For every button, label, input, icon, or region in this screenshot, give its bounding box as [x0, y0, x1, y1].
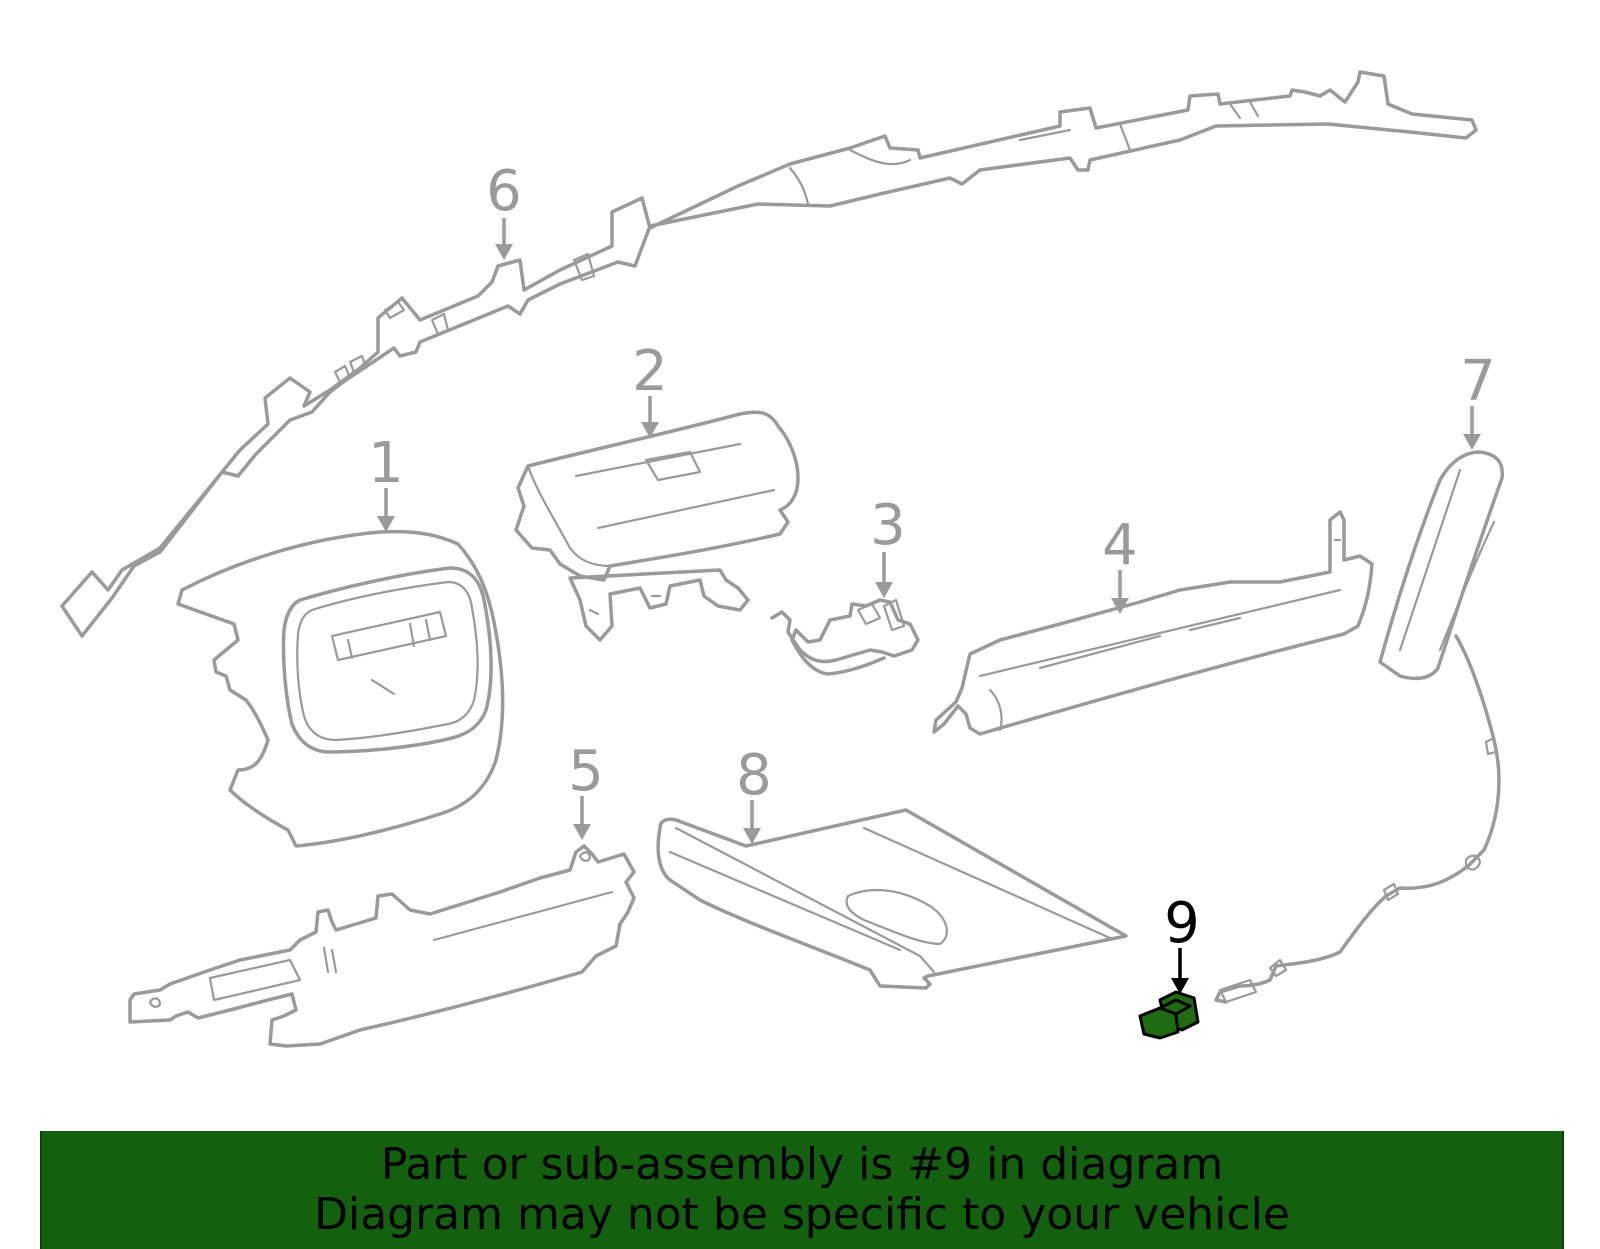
callout-1: 1: [368, 431, 404, 532]
callout-4: 4: [1102, 513, 1138, 614]
callout-number: 4: [1102, 513, 1138, 578]
banner-line-part: Part or sub-assembly is #9 in diagram: [380, 1139, 1224, 1190]
passenger-airbag-drawing: [514, 410, 800, 642]
callout-9: 9: [1164, 891, 1200, 994]
callout-number: 6: [486, 159, 522, 224]
callout-7: 7: [1460, 349, 1496, 450]
callout-number: 7: [1460, 349, 1496, 414]
callout-5: 5: [568, 739, 604, 840]
side-airbag-drawing: [1214, 450, 1505, 1004]
knee-airbag-lower-drawing: [128, 844, 636, 1048]
callout-2: 2: [632, 339, 668, 438]
callout-number: 8: [736, 743, 772, 808]
driver-airbag-drawing: [176, 529, 505, 848]
callout-3: 3: [870, 493, 906, 598]
curtain-airbag-drawing: [60, 70, 1478, 638]
callout-number: 1: [368, 431, 404, 496]
clock-spring-connector-drawing: [770, 598, 920, 676]
knee-airbag-drawing: [932, 510, 1374, 736]
callout-6: 6: [486, 159, 522, 260]
callout-number: 3: [870, 493, 906, 558]
info-banner: Part or sub-assembly is #9 in diagram Di…: [40, 1131, 1564, 1249]
callout-8: 8: [736, 743, 772, 844]
banner-line-disclaimer: Diagram may not be specific to your vehi…: [314, 1189, 1290, 1240]
callout-number: 9: [1164, 891, 1200, 956]
callout-number: 2: [632, 339, 668, 404]
parts-diagram: 6 2 1 3 4 7 5 8 9: [60, 70, 1505, 1048]
impact-sensor-drawing: [1138, 990, 1200, 1040]
seat-cushion-airbag-drawing: [656, 808, 1128, 990]
callout-number: 5: [568, 739, 604, 804]
